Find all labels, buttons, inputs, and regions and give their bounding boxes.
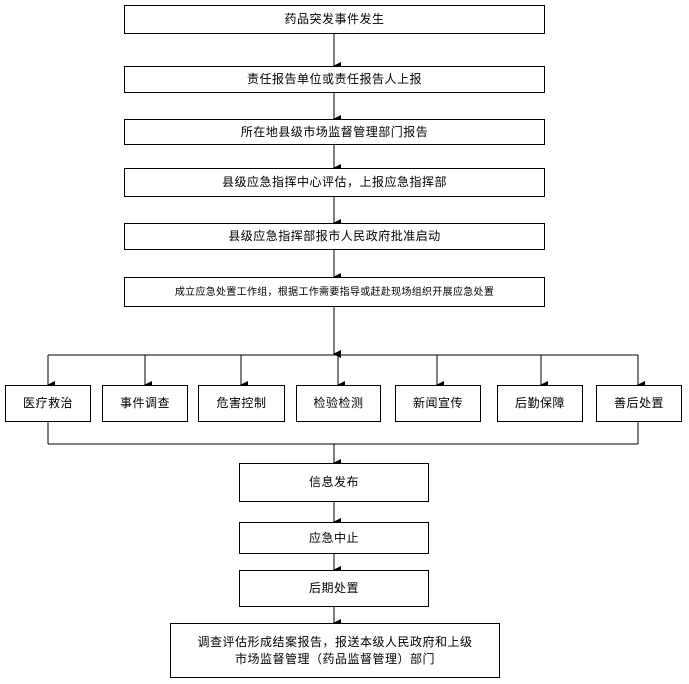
- measure-news-publicity-label: 新闻宣传: [412, 396, 463, 410]
- measure-incident-investigation-label: 事件调查: [119, 396, 170, 410]
- measure-medical-treatment: 医疗救治: [5, 385, 91, 422]
- measure-aftermath-handling-label: 善后处置: [613, 396, 664, 410]
- step-form-working-group: 成立应急处置工作组，根据工作需要指导或赶赴现场组织开展应急处置: [124, 277, 545, 307]
- step-info-release: 信息发布: [239, 463, 429, 502]
- step-info-release-label: 信息发布: [308, 475, 359, 489]
- step-county-market-report: 所在地县级市场监督管理部门报告: [124, 119, 545, 145]
- measure-logistics-support-label: 后勤保障: [514, 396, 565, 410]
- step-emergency-end: 应急中止: [239, 522, 429, 554]
- measure-hazard-control-label: 危害控制: [216, 396, 267, 410]
- measure-logistics-support: 后勤保障: [497, 385, 583, 422]
- step-county-market-report-label: 所在地县级市场监督管理部门报告: [240, 124, 429, 139]
- measure-news-publicity: 新闻宣传: [395, 385, 481, 422]
- measure-aftermath-handling: 善后处置: [596, 385, 682, 422]
- measure-hazard-control: 危害控制: [198, 385, 285, 422]
- measure-inspection-testing-label: 检验检测: [313, 396, 364, 410]
- step-final-report: 调查评估形成结案报告，报送本级人民政府和上级 市场监督管理（药品监督管理）部门: [170, 623, 500, 678]
- step-county-approve-label: 县级应急指挥部报市人民政府批准启动: [228, 229, 441, 243]
- step-final-report-line1: 调查评估形成结案报告，报送本级人民政府和上级: [197, 634, 473, 649]
- measure-medical-treatment-label: 医疗救治: [22, 396, 73, 410]
- step-form-working-group-label: 成立应急处置工作组，根据工作需要指导或赶赴现场组织开展应急处置: [174, 286, 495, 298]
- step-responsible-report-label: 责任报告单位或责任报告人上报: [246, 72, 422, 86]
- step-final-report-line2: 市场监督管理（药品监督管理）部门: [234, 651, 435, 666]
- step-county-evaluate: 县级应急指挥中心评估，上报应急指挥部: [124, 168, 545, 197]
- step-county-approve: 县级应急指挥部报市人民政府批准启动: [124, 223, 545, 250]
- step-incident-occurs-label: 药品突发事件发生: [284, 12, 385, 26]
- step-incident-occurs: 药品突发事件发生: [124, 5, 545, 34]
- step-post-handling: 后期处置: [239, 570, 429, 607]
- step-emergency-end-label: 应急中止: [308, 530, 359, 545]
- measure-incident-investigation: 事件调查: [102, 385, 188, 422]
- measure-inspection-testing: 检验检测: [296, 385, 381, 422]
- step-responsible-report: 责任报告单位或责任报告人上报: [124, 66, 545, 93]
- step-post-handling-label: 后期处置: [308, 581, 359, 595]
- step-county-evaluate-label: 县级应急指挥中心评估，上报应急指挥部: [221, 175, 447, 189]
